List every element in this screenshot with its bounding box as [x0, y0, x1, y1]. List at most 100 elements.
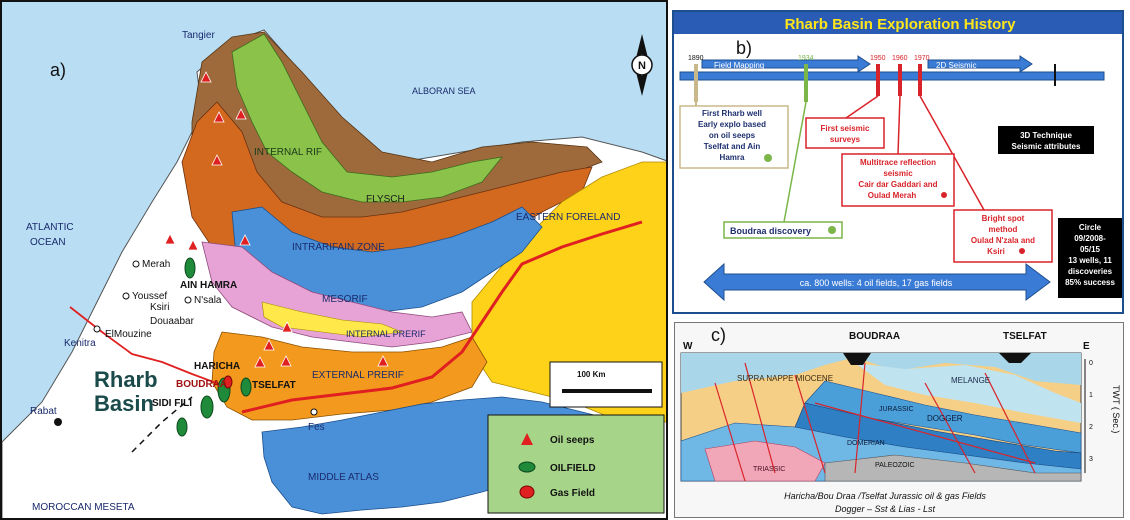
- connector-boudraa: [783, 101, 807, 223]
- scale-bar-box: [549, 361, 663, 408]
- circle-line-6: 85% success: [1065, 278, 1115, 287]
- bright-spot-line-3: Oulad N'zala and: [971, 236, 1035, 245]
- melange-layer: [855, 363, 1081, 423]
- legend-gas-field: Gas Field: [550, 488, 595, 499]
- year-1960: 1960: [892, 55, 908, 62]
- unit-jurassic: JURASSIC: [879, 406, 914, 413]
- north-arrow-icon: N: [631, 34, 653, 96]
- year-marker-1934: [804, 64, 808, 102]
- label-haricha: HARICHA: [194, 361, 240, 372]
- label-fes: Fes: [308, 422, 325, 433]
- green-dot-icon: [828, 226, 836, 234]
- label-rabat: Rabat: [30, 406, 57, 417]
- unit-supra-nappe: SUPRA NAPPE MIOCENE: [737, 374, 833, 383]
- label-boudraa: BOUDRAA: [176, 379, 227, 390]
- field-mapping-arrow: [701, 55, 871, 73]
- circle-line-1: Circle: [1079, 223, 1102, 232]
- seismic-2d-label: 2D Seismic: [936, 61, 976, 70]
- oil-seeps: [164, 71, 389, 368]
- external-prerif-zone: [211, 331, 488, 421]
- label-kenitra: Kenitra: [64, 338, 96, 349]
- section-caption-2: Dogger – Sst & Lias - Lst: [835, 504, 936, 514]
- bright-spot-line-1: Bright spot: [982, 214, 1025, 223]
- label-internal-rif: INTERNAL RIF: [254, 147, 322, 158]
- label-atlantic-1: ATLANTIC: [26, 222, 74, 233]
- technique-3d-line-2: Seismic attributes: [1012, 142, 1081, 151]
- label-flysch: FLYSCH: [366, 194, 405, 205]
- first-well-line-1: First Rharb well: [702, 109, 762, 118]
- unit-melange: MELANGE: [951, 376, 990, 385]
- multitrace-line-3: Cair dar Gaddari and: [858, 180, 937, 189]
- bright-spot-line-2: method: [989, 225, 1018, 234]
- red-dot-icon: [1019, 248, 1025, 254]
- internal-prerif-zone: [201, 241, 473, 348]
- first-well-line-5: Hamra: [720, 153, 745, 162]
- label-atlantic-2: OCEAN: [30, 237, 66, 248]
- label-sidi-fili: SIDI FILI: [152, 398, 192, 409]
- oilfield-legend-icon: [518, 461, 536, 473]
- panel-label-a: a): [50, 60, 66, 80]
- year-marker-1950: [876, 64, 880, 96]
- timeline-axis: [679, 71, 1105, 81]
- cross-section-panel: c) W E BOUDRAA TSELFAT: [674, 322, 1124, 518]
- year-marker-1960: [898, 64, 902, 96]
- label-alboran-sea: ALBORAN SEA: [412, 86, 476, 96]
- twt-tick-1: 1: [1089, 392, 1093, 399]
- year-1890: 1890: [688, 55, 704, 62]
- panel-label-c: c): [711, 325, 726, 345]
- geological-map-panel: N 100 Km Oil seeps OILFIELD Gas Field a)…: [0, 0, 668, 520]
- legend-oilfield: OILFIELD: [550, 463, 596, 474]
- exploration-history-panel: Rharb Basin Exploration History b) Field…: [672, 10, 1124, 314]
- green-dot-icon: [764, 154, 772, 162]
- dashed-boundary: [131, 396, 193, 453]
- first-well-line-4: Tselfat and Ain: [704, 142, 761, 151]
- connector-seismic: [845, 95, 879, 119]
- label-mesorif: MESORIF: [322, 294, 368, 305]
- label-middle-atlas: MIDDLE ATLAS: [308, 472, 379, 483]
- upper-miocene-layer: [681, 353, 1081, 393]
- boudraa-discovery-box: [723, 221, 843, 239]
- bright-spot-box: [953, 209, 1053, 263]
- label-merah: Merah: [142, 259, 170, 270]
- twt-tick-0: 0: [1089, 360, 1093, 367]
- section-boudraa-label: BOUDRAA: [849, 331, 900, 342]
- label-nsala: N'sala: [194, 295, 222, 306]
- multitrace-line-2: seismic: [883, 169, 913, 178]
- exploration-timeline: Rharb Basin Exploration History b) Field…: [674, 12, 1122, 302]
- circle-line-2: 09/2008-: [1074, 234, 1106, 243]
- seismic-cross-section: c) W E BOUDRAA TSELFAT: [680, 325, 1121, 514]
- internal-rif-zone: [231, 33, 503, 203]
- scale-bar: [562, 389, 652, 393]
- oil-seep-legend-icon: [521, 433, 533, 445]
- label-external-prerif: EXTERNAL PRERIF: [312, 370, 404, 381]
- unit-domerian: DOMERIAN: [847, 440, 885, 447]
- first-well-line-3: on oil seeps: [709, 131, 756, 140]
- label-rharb-basin-1: Rharb: [94, 367, 158, 392]
- year-1950: 1950: [870, 55, 886, 62]
- year-1970: 1970: [914, 55, 930, 62]
- geological-map: N 100 Km Oil seeps OILFIELD Gas Field a)…: [2, 29, 666, 518]
- first-seismic-box: [805, 117, 885, 149]
- first-well-line-2: Early explo based: [698, 120, 766, 129]
- timeline-title: Rharb Basin Exploration History: [785, 16, 1017, 33]
- label-eastern-foreland: EASTERN FORELAND: [516, 212, 620, 223]
- circle-line-5: discoveries: [1068, 267, 1113, 276]
- mesorif-strip: [261, 301, 403, 338]
- section-caption-1: Haricha/Bou Draa /Tselfat Jurassic oil &…: [784, 491, 986, 501]
- field-mapping-label: Field Mapping: [714, 61, 764, 70]
- oilfield-marker: [200, 395, 214, 419]
- section-tselfat-label: TSELFAT: [1003, 331, 1047, 342]
- label-youssef: Youssef: [132, 291, 167, 302]
- twt-tick-2: 2: [1089, 424, 1093, 431]
- thrust-front: [241, 220, 643, 414]
- connector-bright-spot: [919, 95, 985, 211]
- multitrace-line-1: Multitrace reflection: [860, 158, 936, 167]
- connector-multitrace: [897, 95, 901, 155]
- label-douaabar: Douaabar: [150, 316, 195, 327]
- unit-dogger: DOGGER: [927, 414, 963, 423]
- year-marker-1970: [918, 64, 922, 96]
- title-bar: [674, 12, 1122, 34]
- scale-bar-label: 100 Km: [577, 370, 605, 379]
- label-elmouzine: ElMouzine: [105, 329, 152, 340]
- east-label: E: [1083, 341, 1090, 352]
